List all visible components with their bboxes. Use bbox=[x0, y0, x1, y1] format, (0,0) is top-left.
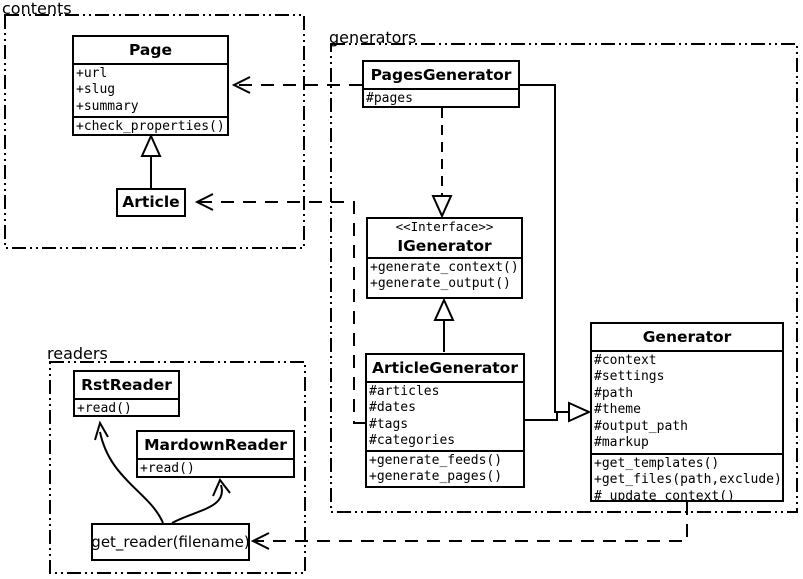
class-name-mardownreader: MardownReader bbox=[144, 436, 287, 454]
mardownreader-methods-compartment: +read() bbox=[138, 458, 293, 476]
method: +read() bbox=[140, 461, 195, 476]
class-name-pagesgenerator: PagesGenerator bbox=[370, 66, 512, 84]
rstreader-methods-compartment: +read() bbox=[75, 398, 178, 415]
class-name-rstreader: RstReader bbox=[81, 376, 172, 394]
attribute: +summary bbox=[76, 98, 139, 114]
articlegenerator-attributes-compartment: #articles #dates #tags #categories bbox=[367, 381, 523, 450]
dependency-arrow-generator-to-getreader bbox=[250, 502, 688, 550]
function-box-get-reader: get_reader(filename) bbox=[91, 523, 250, 561]
package-label-readers: readers bbox=[47, 344, 108, 363]
method: +check_properties() bbox=[76, 119, 225, 134]
igenerator-methods-compartment: +generate_context() +generate_output() bbox=[368, 257, 521, 297]
pagesgenerator-attributes-compartment: #pages bbox=[364, 88, 518, 106]
dependency-arrow-articlegenerator-to-article bbox=[194, 193, 365, 424]
attribute: #path bbox=[594, 385, 634, 401]
class-box-articlegenerator: ArticleGenerator #articles #dates #tags … bbox=[365, 353, 525, 488]
method: +get_templates() bbox=[594, 456, 720, 471]
attribute: #tags bbox=[369, 416, 409, 432]
generator-attributes-compartment: #context #settings #path #theme #output_… bbox=[592, 350, 782, 453]
attribute: #categories bbox=[369, 433, 456, 449]
arrow-getreader-to-mardownreader bbox=[171, 478, 231, 524]
readers-package-border bbox=[49, 361, 306, 574]
generator-methods-compartment: +get_templates() +get_files(path,exclude… bbox=[592, 453, 782, 500]
articlegenerator-methods-compartment: +generate_feeds() +generate_pages() bbox=[367, 450, 523, 486]
generalization-arrow-articlegenerator-to-igenerator bbox=[433, 297, 455, 352]
attribute: +slug bbox=[76, 82, 116, 98]
class-box-pagesgenerator: PagesGenerator #pages bbox=[362, 60, 520, 108]
package-label-contents: contents bbox=[2, 0, 72, 18]
attribute: #pages bbox=[366, 91, 413, 106]
attribute: #articles bbox=[369, 384, 440, 399]
class-name-generator: Generator bbox=[642, 328, 732, 346]
attribute: #context bbox=[594, 353, 657, 368]
attribute: #theme bbox=[594, 402, 641, 418]
attribute: #output_path bbox=[594, 418, 688, 434]
method: +get_files(path,exclude) bbox=[594, 472, 782, 488]
method: +generate_output() bbox=[370, 276, 511, 292]
class-box-rstreader: RstReader +read() bbox=[73, 370, 180, 417]
page-methods-compartment: +check_properties() bbox=[74, 116, 227, 134]
class-name-igenerator: IGenerator bbox=[397, 237, 492, 255]
class-box-article: Article bbox=[116, 188, 186, 217]
generalization-arrow-to-generator bbox=[520, 84, 592, 423]
contents-package-border bbox=[4, 14, 305, 249]
generalization-arrow-article-to-page bbox=[140, 133, 162, 188]
generators-package-border bbox=[330, 43, 798, 513]
class-box-mardownreader: MardownReader +read() bbox=[136, 430, 295, 478]
attribute: #dates bbox=[369, 400, 416, 416]
class-name-articlegenerator: ArticleGenerator bbox=[372, 359, 518, 377]
class-box-generator: Generator #context #settings #path #them… bbox=[590, 322, 784, 502]
class-name-article: Article bbox=[122, 193, 180, 211]
igenerator-stereotype: <<Interface>> bbox=[395, 219, 494, 234]
package-label-generators: generators bbox=[329, 28, 417, 47]
class-box-igenerator: <<Interface>> IGenerator +generate_conte… bbox=[366, 217, 523, 299]
method: #_update_context() bbox=[594, 488, 735, 500]
method: +generate_pages() bbox=[369, 469, 503, 485]
dependency-arrow-pagesgenerator-to-page bbox=[231, 76, 362, 94]
realization-arrow-pagesgenerator-to-igenerator bbox=[431, 108, 453, 219]
method: +generate_context() bbox=[370, 260, 519, 275]
attribute: +url bbox=[76, 66, 108, 81]
page-attributes-compartment: +url +slug +summary bbox=[74, 63, 227, 116]
arrow-getreader-to-rstreader bbox=[94, 420, 164, 524]
class-name-page: Page bbox=[128, 41, 172, 59]
attribute: #markup bbox=[594, 435, 649, 451]
class-box-page: Page +url +slug +summary +check_properti… bbox=[72, 35, 229, 136]
method: +read() bbox=[77, 401, 132, 415]
attribute: #settings bbox=[594, 369, 665, 385]
method: +generate_feeds() bbox=[369, 453, 503, 468]
